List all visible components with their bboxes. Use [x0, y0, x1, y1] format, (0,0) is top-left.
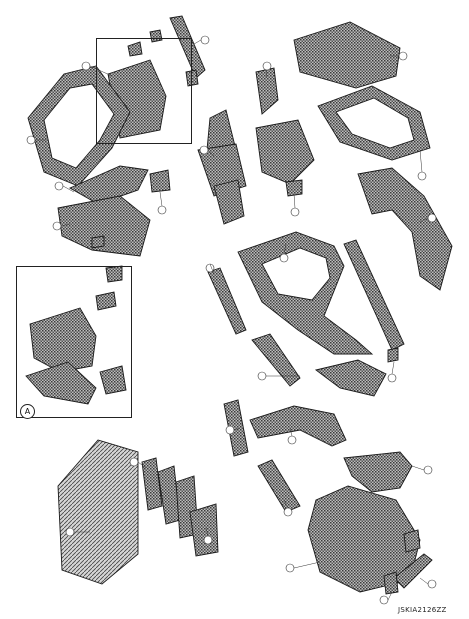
upper-detail-box [96, 38, 192, 144]
figure-code: JSKIA2126ZZ [398, 606, 447, 614]
roof-side-rail-inner [249, 405, 347, 447]
callout-circle [279, 253, 289, 263]
callout-circle [398, 51, 408, 61]
callout-circle [427, 579, 437, 589]
small-bracket [149, 169, 171, 193]
small-bracket [127, 41, 143, 57]
callout-circle [81, 61, 91, 71]
callout-circle [157, 205, 167, 215]
side-sill-end [314, 359, 387, 397]
inset-marker-label: A [20, 404, 35, 419]
callout-circle [203, 535, 213, 545]
inset-small-bracket [99, 365, 127, 395]
rear-wheelhouse [57, 195, 151, 257]
small-bracket [91, 235, 105, 249]
body-side-window [261, 247, 331, 301]
callout-circle [26, 135, 36, 145]
callout-circle [262, 61, 272, 71]
inset-detail-box [16, 266, 132, 418]
callout-circle [199, 145, 209, 155]
rear-fender-outer [357, 167, 453, 291]
inset-ring-part [95, 291, 117, 311]
front-pillar-strip [207, 267, 247, 335]
rear-pillar-reinforcement [255, 67, 279, 115]
callout-circle [427, 213, 437, 223]
leader-line [35, 39, 429, 601]
inset-center-panel [29, 307, 97, 373]
front-pillar-lower [223, 399, 249, 457]
callout-circle [287, 435, 297, 445]
callout-circle [257, 371, 267, 381]
roof-panel [293, 21, 401, 89]
door-strip [141, 457, 163, 511]
callout-circle [225, 425, 235, 435]
lower-sill-inner [251, 333, 301, 387]
rear-inner-panel [255, 119, 315, 185]
callout-circle [54, 181, 64, 191]
small-bracket [387, 347, 399, 363]
side-sill-strip [343, 239, 405, 351]
front-door-outer [57, 439, 139, 585]
callout-circle [387, 373, 397, 383]
callout-circle [290, 207, 300, 217]
small-bracket [383, 571, 399, 595]
callout-circle [423, 465, 433, 475]
callout-circle [285, 563, 295, 573]
inset-lower-member [25, 361, 97, 405]
door-strip [189, 503, 219, 557]
rear-inner-brace [213, 179, 245, 225]
small-bracket [403, 529, 421, 553]
small-bracket [185, 69, 199, 87]
callout-circle [65, 527, 75, 537]
callout-circle [200, 35, 210, 45]
callout-circle [283, 507, 293, 517]
callout-circle [379, 595, 389, 605]
callout-circle [52, 221, 62, 231]
callout-circle [129, 457, 139, 467]
wheel-arch-strip [393, 553, 433, 589]
roof-panel-inner-window [335, 97, 415, 149]
small-bracket [285, 179, 303, 197]
center-pillar-lower [257, 459, 301, 513]
roof-rail-strip [169, 15, 206, 79]
rear-fender-lower [343, 451, 413, 493]
callout-circle [417, 171, 427, 181]
